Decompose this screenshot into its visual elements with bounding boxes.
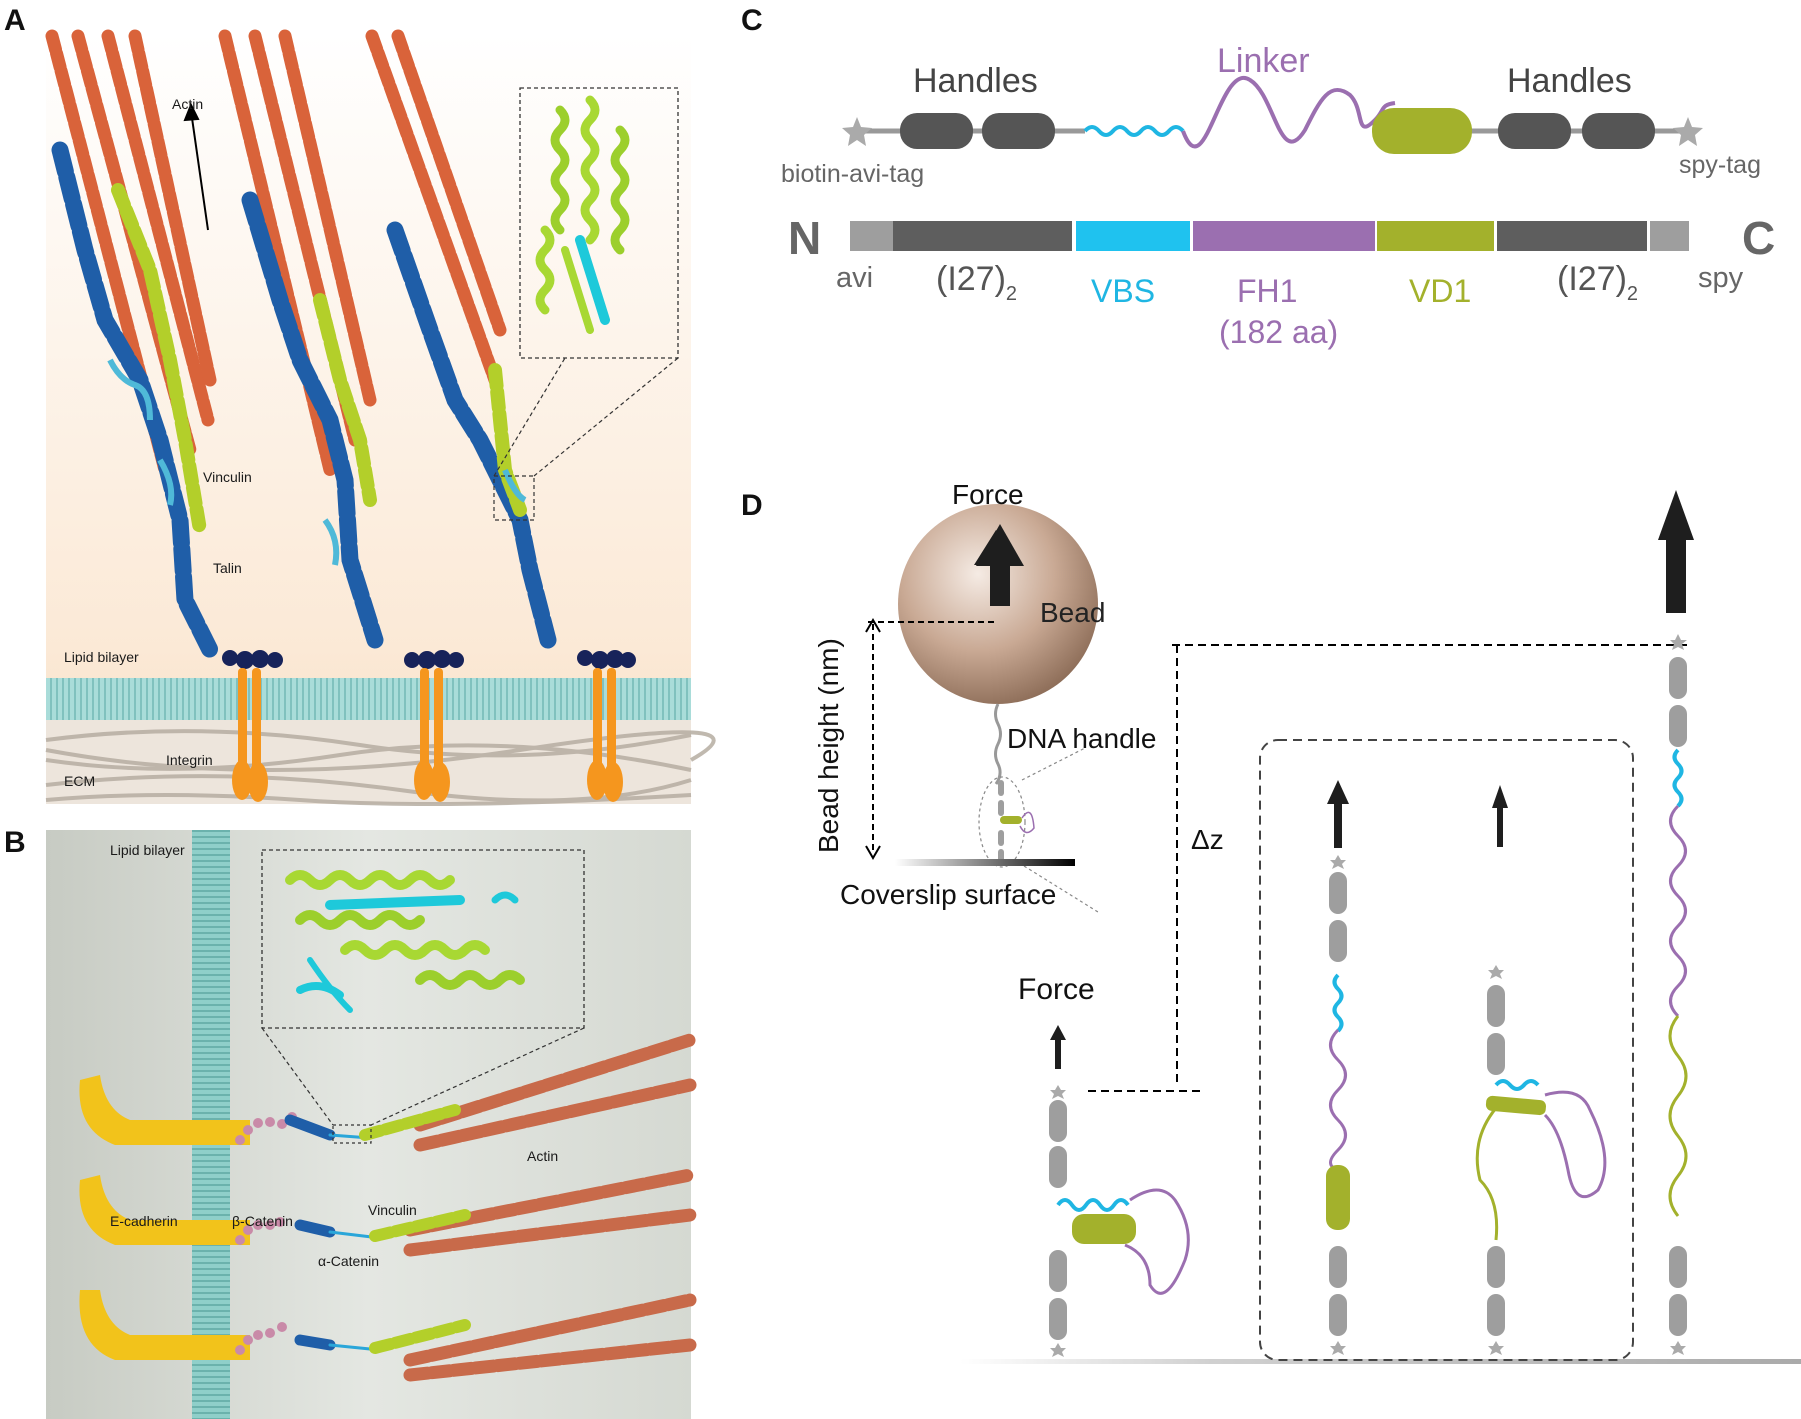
label-b-vinculin: Vinculin [368,1202,417,1218]
label-delta-z: Δz [1191,824,1224,855]
panel-a-inset-box [519,87,679,359]
tether-state-2 [1326,780,1350,1355]
label-vinculin: Vinculin [203,469,252,485]
coverslip-surface [895,859,1075,866]
label-spy: spy [1698,262,1744,294]
bar-vbs [1076,221,1190,251]
panel-b-letter: B [4,826,26,859]
ecm-layer [46,720,691,804]
tether-state-1 [1049,1025,1190,1357]
label-avi: avi [836,262,873,294]
label-lipid-bilayer: Lipid bilayer [64,649,139,665]
label-b-e-cadherin: E-cadherin [110,1213,178,1229]
bar-vd1 [1377,221,1494,251]
handle-block-4 [1582,113,1655,149]
tether-state-3 [1475,785,1607,1355]
dna-handle-line [994,703,1002,785]
label-coverslip: Coverslip surface [840,879,1056,910]
label-b-lipid-bilayer: Lipid bilayer [110,842,185,858]
label-ecm: ECM [64,773,95,789]
vd1-block [1372,108,1472,154]
panel-d-letter: D [741,489,763,522]
label-i27-left: (I27)2 [936,260,1017,305]
bar-spy [1650,221,1689,251]
label-vbs: VBS [1091,273,1155,309]
label-integrin: Integrin [166,752,213,768]
label-force-lower: Force [1018,973,1095,1006]
talin-heads [222,650,636,669]
ground-surface [960,1359,1801,1364]
linker-wave [1181,75,1396,149]
panel-b-zoom-lines [261,1027,585,1126]
label-bead-height: Bead height (nm) [813,638,844,853]
actin-direction-arrow [183,102,209,231]
label-actin: Actin [172,96,203,112]
label-biotin-tag: biotin-avi-tag [781,160,924,188]
label-i27-right: (I27)2 [1557,260,1638,305]
beta-catenins [235,1112,297,1355]
label-force-top: Force [952,479,1024,510]
panel-a-letter: A [4,4,26,37]
label-talin: Talin [213,560,242,576]
bar-i27-left [893,221,1072,251]
label-b-beta-catenin: β-Catenin [232,1213,293,1229]
label-b-actin: Actin [527,1148,558,1164]
handle-block-2 [982,113,1055,149]
vbs-wave [1083,125,1185,137]
bead-height-arrow [865,618,881,860]
integrins [232,668,623,802]
bar-fh1 [1193,221,1375,251]
panel-c-letter: C [741,4,763,37]
panel-b-zoom-box [332,1124,372,1144]
label-n-terminus: N [788,212,821,264]
label-bead: Bead [1040,597,1105,628]
label-fh1: FH1 [1237,273,1297,309]
intermediate-state-box [1259,739,1634,1361]
label-b-alpha-catenin: α-Catenin [318,1253,379,1269]
panel-a: A Actin Vinculin Talin Lipid bilayer Int… [4,4,716,806]
catenin-vinculin-chains [284,1104,471,1354]
lipid-bilayer-membrane [46,678,691,720]
biotin-star-icon [842,117,872,146]
coverslip-pointer [1023,865,1099,913]
panel-b: B Lipid bilayer Actin Vinculin E-cadheri… [4,826,697,1419]
label-c-terminus: C [1742,212,1775,264]
panel-b-inset-structure [285,870,525,1013]
bead-force-arrow [976,524,1024,606]
panel-c: C Handles Linker Handles biotin-avi-tag … [741,4,1775,350]
vbs-segments [107,358,527,566]
panel-d: D Force Bead Bead heig [741,479,1801,1364]
label-dna-handle: DNA handle [1007,723,1156,754]
tether-state-4 [1658,490,1694,1355]
label-vd1: VD1 [1409,273,1471,309]
tether-zoom-ellipse [978,776,1026,868]
label-handles-right: Handles [1507,62,1632,100]
panel-a-zoom-lines [493,357,679,477]
cadherins [79,1075,250,1360]
spy-star-icon [1673,117,1703,146]
label-fh1-length: (182 aa) [1219,314,1338,350]
bar-avi [850,221,893,251]
label-spy-tag: spy-tag [1679,151,1761,179]
label-handles-left: Handles [913,62,1038,100]
mini-tether [998,780,1035,863]
delta-z-bracket [1088,644,1688,1092]
label-linker: Linker [1217,42,1310,80]
ecm-fibers [45,729,716,806]
handle-block-3 [1498,113,1571,149]
panel-b-inset-box [261,849,585,1029]
panel-a-inset-structure [535,95,630,334]
handle-block-1 [900,113,973,149]
bar-i27-right [1497,221,1647,251]
